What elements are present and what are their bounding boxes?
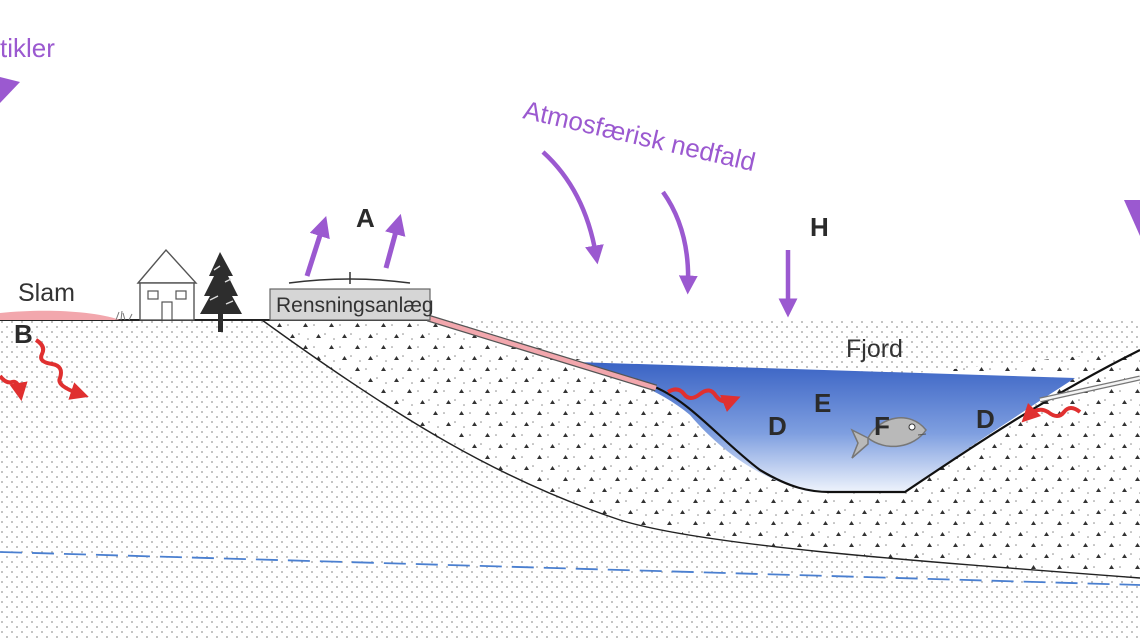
arrow-a-left bbox=[304, 215, 330, 277]
letter-d-right: D bbox=[976, 404, 995, 434]
sludge-patch bbox=[0, 310, 120, 320]
letter-f: F bbox=[874, 411, 890, 441]
letter-b: B bbox=[14, 319, 33, 349]
arrow-b-left bbox=[0, 374, 28, 402]
arrow-d-right bbox=[1021, 402, 1082, 423]
letter-a: A bbox=[356, 203, 375, 233]
red-arrows bbox=[0, 338, 1082, 423]
arrow-topright-head bbox=[1124, 200, 1140, 236]
fish-icon bbox=[850, 417, 927, 459]
letter-h: H bbox=[810, 212, 829, 242]
purple-arrows bbox=[0, 77, 1140, 318]
letter-e: E bbox=[814, 388, 831, 418]
label-treatment-plant: Rensningsanlæg bbox=[276, 294, 434, 317]
arrow-b-right bbox=[34, 338, 89, 400]
sediment-boundary bbox=[261, 319, 1140, 579]
treatment-plant bbox=[269, 272, 431, 321]
tree-icon bbox=[200, 252, 242, 332]
arrow-atm-2 bbox=[661, 190, 698, 295]
letter-d-left: D bbox=[768, 411, 787, 441]
arrow-d-left bbox=[666, 387, 741, 412]
house-icon bbox=[136, 248, 198, 321]
label-sludge: Slam bbox=[18, 279, 75, 307]
label-fjord: Fjord bbox=[846, 335, 903, 363]
label-particles-fragment: tikler bbox=[0, 33, 55, 63]
arrow-a-right bbox=[383, 213, 406, 269]
grass-tuft bbox=[115, 310, 133, 321]
arrow-topleft-head bbox=[0, 77, 20, 103]
arrow-atm-1 bbox=[541, 150, 604, 265]
